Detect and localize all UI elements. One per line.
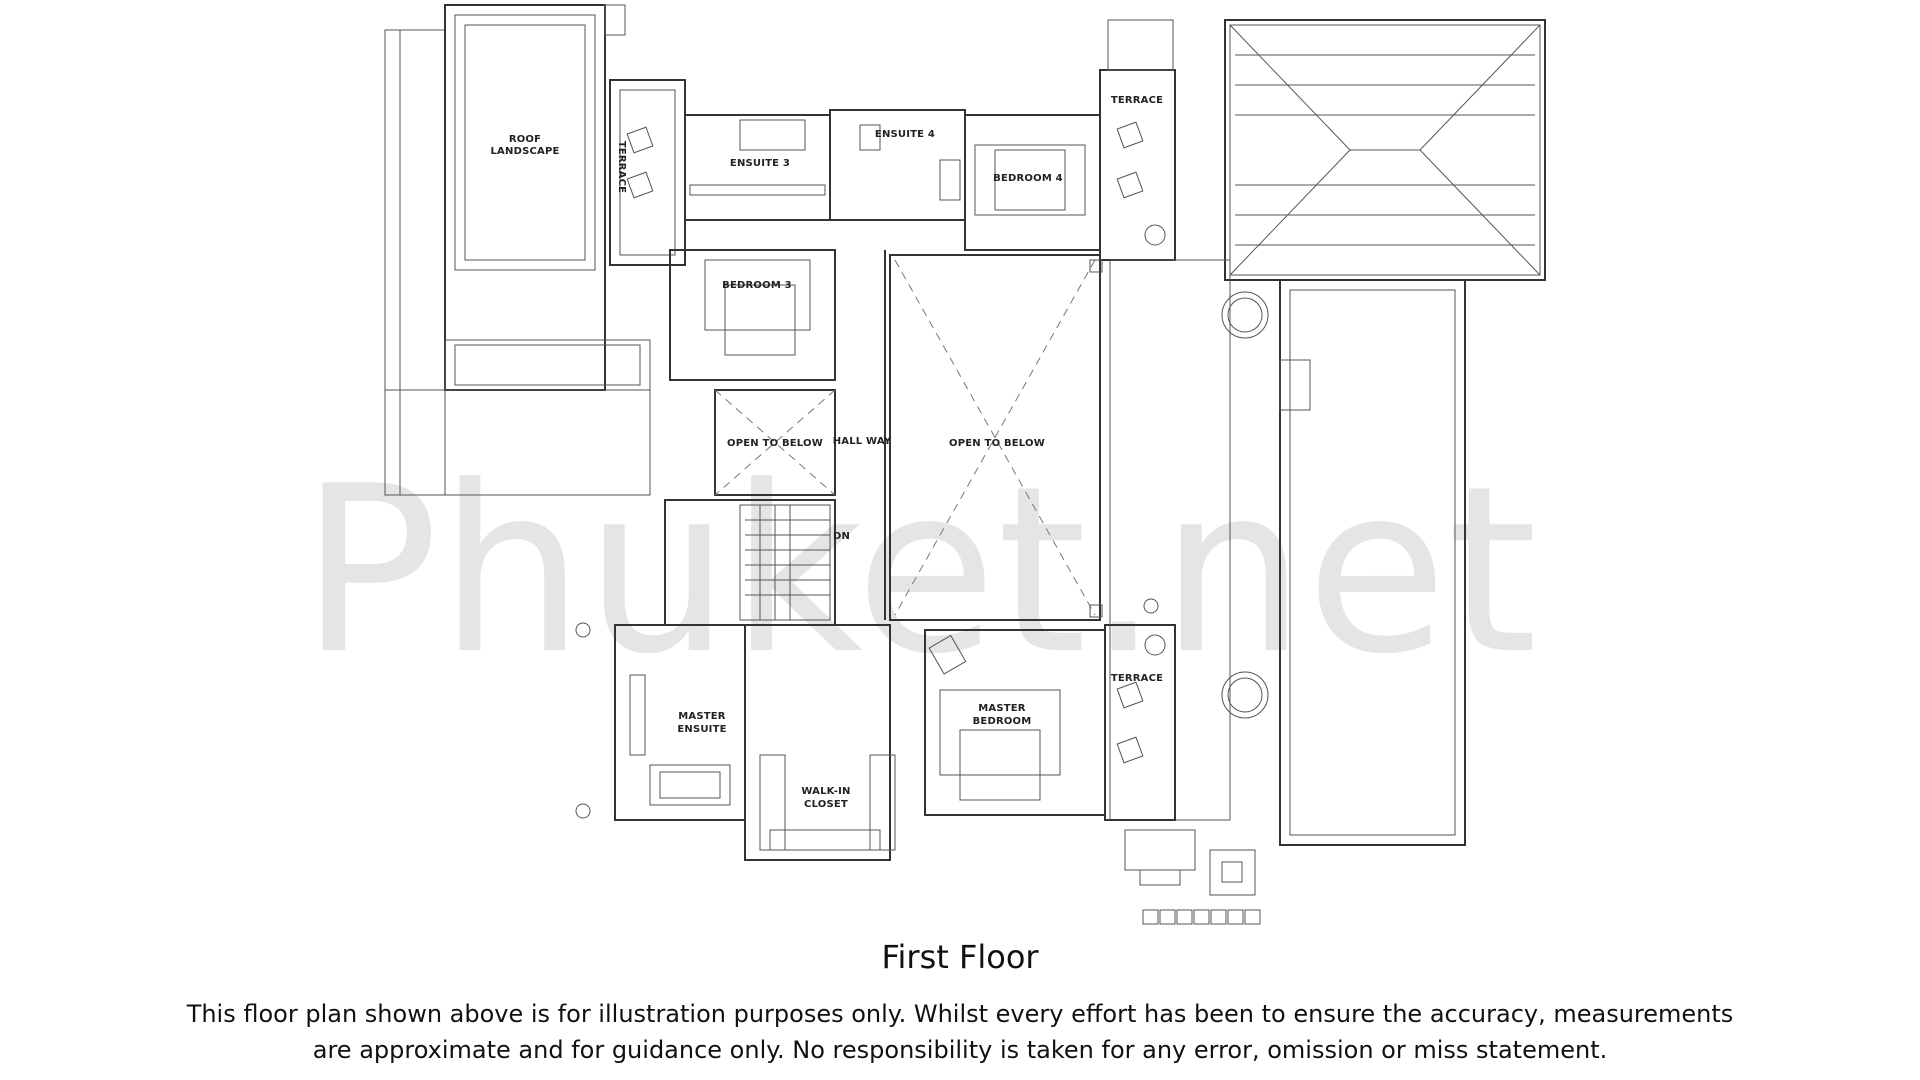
label-landscape: LANDSCAPE (490, 146, 559, 157)
terrace-top-right (1099, 19, 1176, 261)
steps-and-planters (1124, 829, 1261, 925)
bedroom3-block (669, 249, 886, 620)
master-suite (614, 624, 1106, 861)
label-stair-dn: DN (833, 531, 850, 542)
disclaimer-line-2: are approximate and for guidance only. N… (312, 1036, 1608, 1064)
disclaimer: This floor plan shown above is for illus… (140, 996, 1780, 1068)
label-walkin-2: CLOSET (804, 799, 848, 810)
label-bedroom4: BEDROOM 4 (993, 173, 1063, 184)
label-terrace-left: TERRACE (616, 141, 627, 193)
label-open-to-below-center: OPEN TO BELOW (949, 438, 1045, 449)
label-master-bedroom-2: BEDROOM (973, 716, 1032, 727)
label-terrace-top-right: TERRACE (1111, 95, 1163, 106)
plan-title: First Floor (881, 938, 1039, 976)
hip-roof (1224, 19, 1546, 281)
label-walkin-1: WALK-IN (801, 786, 850, 797)
terrace-bottom-right (1104, 624, 1176, 821)
open-to-below-left (714, 389, 836, 496)
label-master-ensuite-2: ENSUITE (677, 724, 726, 735)
watermark: Phuket.net (300, 438, 1538, 705)
floor-plan: Phuket.net (300, 4, 1546, 925)
label-master-bedroom-1: MASTER (978, 703, 1026, 714)
label-roof: ROOF (509, 134, 541, 145)
columns (575, 598, 1159, 819)
label-ensuite4: ENSUITE 4 (875, 129, 935, 140)
label-open-to-below-left: OPEN TO BELOW (727, 438, 823, 449)
label-terrace-bottom-right: TERRACE (1111, 673, 1163, 684)
open-to-below-center (889, 254, 1103, 621)
label-master-ensuite-1: MASTER (678, 711, 726, 722)
label-ensuite3: ENSUITE 3 (730, 158, 790, 169)
label-hallway: HALL WAY (833, 436, 892, 447)
roof-landscape-block (384, 4, 651, 496)
disclaimer-line-1: This floor plan shown above is for illus… (186, 1000, 1734, 1028)
pool-deck (1109, 259, 1466, 846)
label-bedroom3: BEDROOM 3 (722, 280, 792, 291)
upper-rooms (684, 109, 1101, 251)
